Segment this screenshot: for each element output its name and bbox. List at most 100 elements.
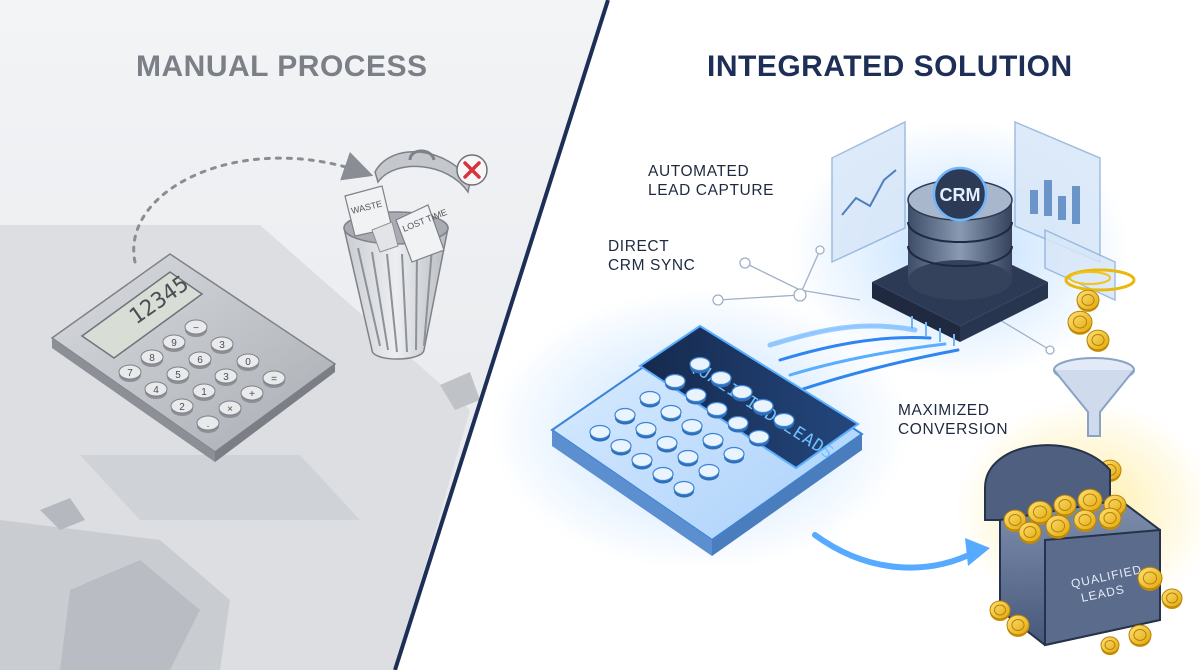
gold-coin: [1137, 566, 1163, 591]
calculator-key-label: 3: [219, 340, 225, 351]
calculator-key: 1: [192, 383, 216, 401]
calculator-key-label: ×: [227, 404, 233, 415]
glowing-key: [689, 356, 711, 374]
data-cables: [767, 323, 960, 392]
calculator-key: 3: [210, 336, 234, 354]
glowing-key: [631, 452, 653, 470]
glowing-key: [656, 435, 678, 453]
glowing-key: [589, 424, 611, 442]
glowing-key: [773, 412, 795, 430]
floor-coins: [989, 566, 1183, 656]
glowing-key: [748, 429, 770, 447]
trash-can: WASTE LOST TIME: [343, 149, 471, 360]
gold-coin: [989, 600, 1011, 621]
lost-time-paper: LOST TIME: [395, 204, 449, 263]
calculator-key-label: 4: [153, 385, 159, 396]
calculator-key: 5: [166, 366, 190, 384]
calculator-key: +: [240, 385, 264, 403]
glowing-key: [698, 463, 720, 481]
dashboard-screens: [831, 120, 1116, 302]
crm-sync-label: DIRECT CRM SYNC: [608, 238, 696, 274]
gold-coin: [1128, 624, 1152, 647]
glowing-key: [677, 449, 699, 467]
integrated-solution-title: INTEGRATED SOLUTION: [707, 50, 1073, 83]
glowing-key: [723, 446, 745, 464]
glowing-key: [614, 407, 636, 425]
calculator-key: 0: [236, 353, 260, 371]
calculator-key: 4: [144, 381, 168, 399]
calculator-key-label: 9: [171, 338, 177, 349]
manual-process-title: MANUAL PROCESS: [136, 50, 428, 83]
gold-coin: [1067, 310, 1093, 335]
glowing-key: [752, 398, 774, 416]
gold-coin: [1045, 514, 1071, 539]
calculator-key-label: −: [193, 323, 199, 334]
calculator-keys: 7 8 9 − 4 5 6 3 2 1 3 0. × + =: [118, 319, 286, 433]
gold-coin: [1006, 614, 1030, 637]
funnel-coins: [1067, 289, 1122, 482]
gold-coin: [1076, 289, 1100, 312]
glowing-key: [681, 418, 703, 436]
glowing-key: [702, 432, 724, 450]
conversion-funnel: [1053, 268, 1136, 482]
gold-coin: [1027, 500, 1053, 525]
gold-coin: [1098, 507, 1122, 530]
glowing-key: [652, 466, 674, 484]
network-nodes: [712, 245, 1055, 355]
glowing-key: [685, 387, 707, 405]
glowing-key: [610, 438, 632, 456]
waste-paper: WASTE: [344, 185, 393, 237]
calculator-key: 3: [214, 368, 238, 386]
calculator-key-label: 3: [223, 372, 229, 383]
glowing-key: [639, 390, 661, 408]
glowing-key: [706, 401, 728, 419]
calculator-key-label: 1: [201, 387, 207, 398]
calculator-key-label: +: [249, 389, 255, 400]
calculator-key: 2: [170, 398, 194, 416]
calculator-key: −: [184, 319, 208, 337]
lead-capture-label: AUTOMATED LEAD CAPTURE: [648, 163, 775, 199]
calculator-key-label: 7: [127, 368, 133, 379]
qualified-leads-calculator: QUALIFIED LEADS: [550, 324, 864, 556]
calculator-key: ×: [218, 400, 242, 418]
gold-coin: [1053, 494, 1077, 517]
panel-divider: [393, 0, 610, 670]
glowing-key: [660, 404, 682, 422]
gold-coin: [1161, 588, 1183, 609]
calculator-key: 6: [188, 351, 212, 369]
flow-arrow-head: [965, 538, 990, 566]
gold-coin: [1018, 521, 1042, 544]
calculator-key: .: [196, 415, 220, 433]
calculator-key-label: .: [207, 419, 210, 430]
calculator-key: 9: [162, 334, 186, 352]
calculator-key: 8: [140, 349, 164, 367]
x-mark-icon: [456, 154, 488, 186]
chest-coins: [1003, 488, 1127, 544]
glowing-key: [731, 384, 753, 402]
treasure-chest: QUALIFIED LEADS: [984, 444, 1183, 656]
dashed-arrow: [132, 151, 374, 264]
manual-calculator: 1 2 3 4 5 7 8 9 − 4 5 6 3 2 1 3 0. × + =: [50, 253, 337, 462]
calculator-key-label: 5: [175, 370, 181, 381]
calculator-key-label: 8: [149, 353, 155, 364]
glowing-calculator-keys: [589, 356, 795, 498]
crm-database: CRM: [872, 166, 1048, 346]
calculator-key-label: 0: [245, 357, 251, 368]
gold-coin: [1077, 488, 1103, 513]
glowing-key: [673, 480, 695, 498]
crm-badge: CRM: [940, 185, 981, 205]
calculator-key-label: 6: [197, 355, 203, 366]
gold-coin: [1100, 636, 1120, 656]
glowing-key: [635, 421, 657, 439]
calculator-key-label: 2: [179, 402, 185, 413]
glowing-key: [727, 415, 749, 433]
calculator-key: =: [262, 370, 286, 388]
glowing-key: [710, 370, 732, 388]
conversion-label: MAXIMIZED CONVERSION: [898, 402, 1009, 438]
glowing-key: [664, 373, 686, 391]
calculator-key: 7: [118, 364, 142, 382]
calculator-key-label: =: [271, 374, 277, 385]
gold-coin: [1073, 509, 1097, 532]
